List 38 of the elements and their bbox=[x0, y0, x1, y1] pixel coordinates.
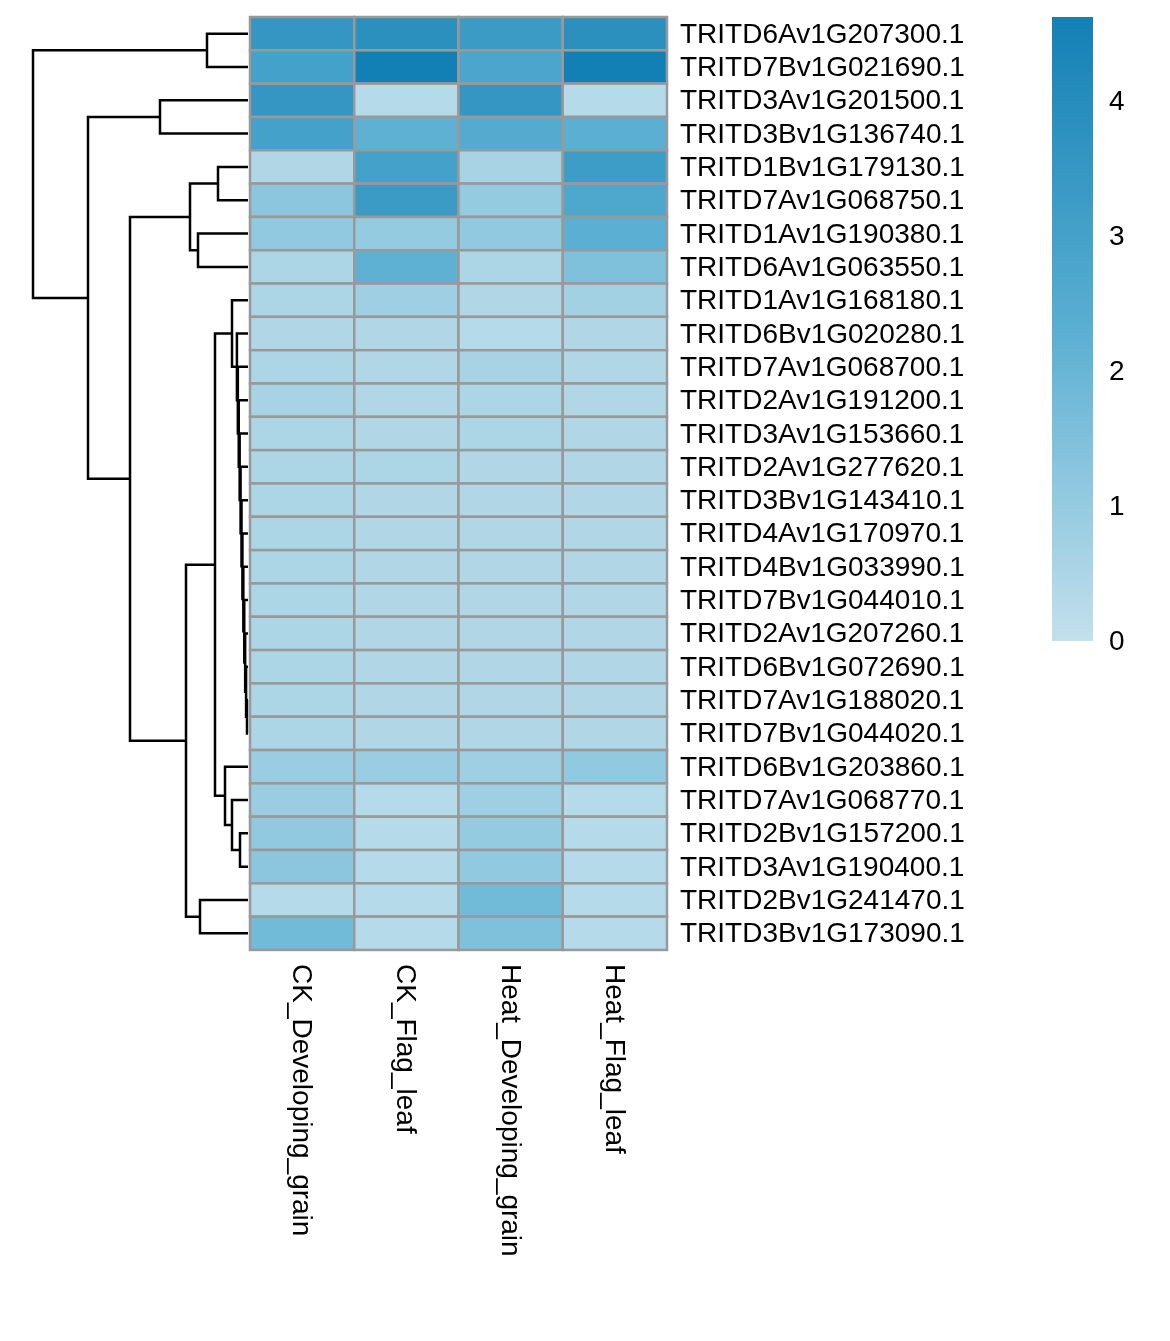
column-label: Heat_Flag_leaf bbox=[598, 964, 631, 1154]
row-label: TRITD3Bv1G173090.1 bbox=[680, 917, 965, 950]
row-label: TRITD6Av1G063550.1 bbox=[680, 250, 965, 283]
color-scale-bar bbox=[1052, 17, 1093, 641]
row-label: TRITD3Av1G201500.1 bbox=[680, 84, 965, 117]
row-label: TRITD3Bv1G143410.1 bbox=[680, 484, 965, 517]
row-label: TRITD2Bv1G157200.1 bbox=[680, 817, 965, 850]
row-label: TRITD4Av1G170970.1 bbox=[680, 517, 965, 550]
row-label: TRITD7Av1G068700.1 bbox=[680, 350, 965, 383]
row-label: TRITD2Av1G277620.1 bbox=[680, 450, 965, 483]
scale-tick-label: 0 bbox=[1109, 625, 1125, 657]
row-label: TRITD3Av1G190400.1 bbox=[680, 850, 965, 883]
scale-tick-label: 1 bbox=[1109, 490, 1125, 522]
row-label: TRITD2Bv1G241470.1 bbox=[680, 883, 965, 916]
row-label: TRITD4Bv1G033990.1 bbox=[680, 550, 965, 583]
column-label: CK_Flag_leaf bbox=[390, 964, 423, 1134]
scale-tick-label: 3 bbox=[1109, 220, 1125, 252]
row-label: TRITD1Av1G168180.1 bbox=[680, 284, 965, 317]
row-label: TRITD3Av1G153660.1 bbox=[680, 417, 965, 450]
row-label: TRITD2Av1G191200.1 bbox=[680, 384, 965, 417]
row-label: TRITD6Bv1G203860.1 bbox=[680, 750, 965, 783]
row-label: TRITD1Bv1G179130.1 bbox=[680, 150, 965, 183]
row-label: TRITD7Bv1G021690.1 bbox=[680, 50, 965, 83]
row-label: TRITD6Bv1G072690.1 bbox=[680, 650, 965, 683]
row-label: TRITD7Av1G068750.1 bbox=[680, 184, 965, 217]
column-label: CK_Developing_grain bbox=[286, 964, 319, 1237]
row-label: TRITD6Bv1G020280.1 bbox=[680, 317, 965, 350]
scale-tick-label: 2 bbox=[1109, 355, 1125, 387]
row-label: TRITD3Bv1G136740.1 bbox=[680, 117, 965, 150]
scale-tick-label: 4 bbox=[1109, 85, 1125, 117]
row-label: TRITD1Av1G190380.1 bbox=[680, 217, 965, 250]
row-label: TRITD2Av1G207260.1 bbox=[680, 617, 965, 650]
row-label: TRITD7Bv1G044020.1 bbox=[680, 717, 965, 750]
column-label: Heat_Developing_grain bbox=[494, 964, 527, 1257]
row-label: TRITD7Av1G188020.1 bbox=[680, 684, 965, 717]
row-label: TRITD6Av1G207300.1 bbox=[680, 17, 965, 50]
row-label: TRITD7Bv1G044010.1 bbox=[680, 584, 965, 617]
row-label: TRITD7Av1G068770.1 bbox=[680, 784, 965, 816]
